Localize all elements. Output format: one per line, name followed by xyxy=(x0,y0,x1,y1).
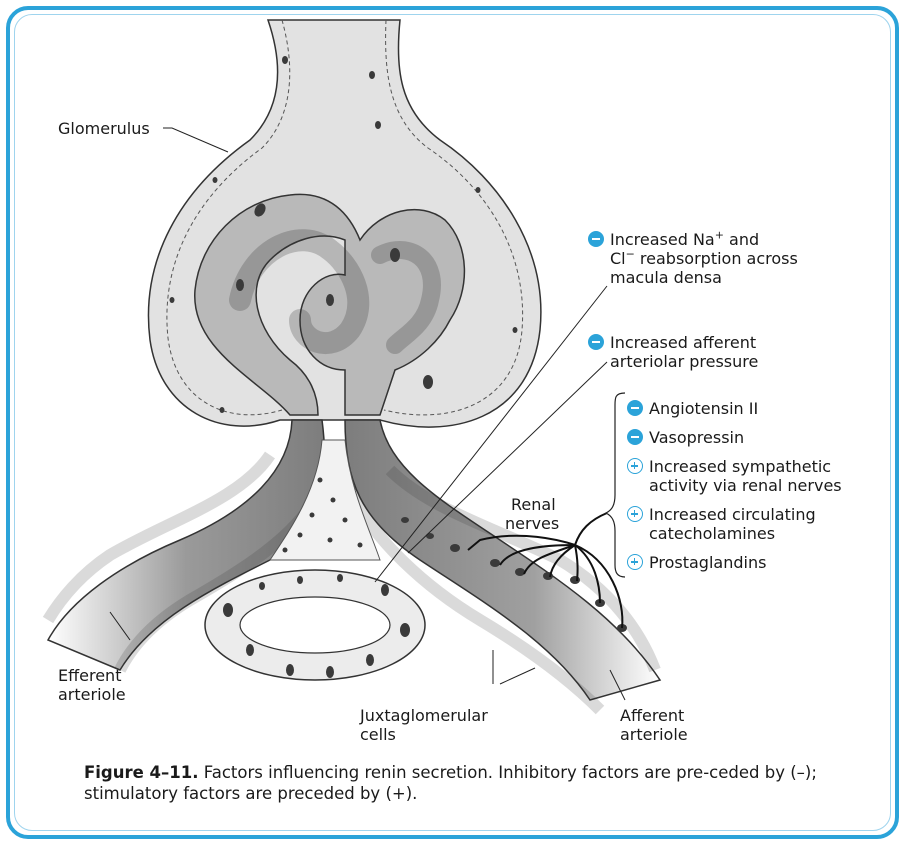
factor-sympathetic: Increased sympathetic activity via renal… xyxy=(627,457,842,495)
label-efferent-arteriole: Efferent arteriole xyxy=(58,666,126,704)
factor-sympathetic-line2: activity via renal nerves xyxy=(627,476,842,495)
factor-prostaglandins-label: Prostaglandins xyxy=(649,553,766,572)
label-glomerulus: Glomerulus xyxy=(58,119,150,138)
label-efferent-line2: arteriole xyxy=(58,685,126,704)
factor-na-line2a: Cl xyxy=(610,249,626,268)
factor-sympathetic-line1: Increased sympathetic xyxy=(649,457,831,476)
label-renal-nerves-line2: nerves xyxy=(505,514,559,533)
factor-aff-line1: Increased afferent xyxy=(610,333,756,352)
minus-icon xyxy=(627,400,643,416)
label-afferent-arteriole: Afferent arteriole xyxy=(620,706,688,744)
factor-catecholamines-line2: catecholamines xyxy=(627,524,816,543)
factor-angiotensin: Angiotensin II xyxy=(627,399,758,418)
plus-icon xyxy=(627,506,643,522)
minus-icon xyxy=(588,231,604,247)
plus-icon xyxy=(627,554,643,570)
figure-caption: Figure 4–11. Factors influencing renin s… xyxy=(84,762,844,804)
factor-na-sup: + xyxy=(715,229,724,242)
label-renal-nerves: Renal nerves xyxy=(505,495,559,533)
label-renal-nerves-line1: Renal xyxy=(505,495,559,514)
label-juxtaglomerular-cells: Juxtaglomerular cells xyxy=(360,706,488,744)
factor-catecholamines-line1: Increased circulating xyxy=(649,505,816,524)
label-afferent-line1: Afferent xyxy=(620,706,688,725)
factor-aff-line2: arteriolar pressure xyxy=(588,352,758,371)
factor-angiotensin-label: Angiotensin II xyxy=(649,399,758,418)
plus-icon xyxy=(627,458,643,474)
factor-na-line3: macula densa xyxy=(588,268,798,287)
figure-number: Figure 4–11. xyxy=(84,763,199,782)
factor-vasopressin-label: Vasopressin xyxy=(649,428,744,447)
factor-prostaglandins: Prostaglandins xyxy=(627,553,766,572)
label-afferent-line2: arteriole xyxy=(620,725,688,744)
afferent-arteriole xyxy=(345,420,660,710)
factor-na-line1a: Increased Na xyxy=(610,230,715,249)
factor-vasopressin: Vasopressin xyxy=(627,428,744,447)
factor-catecholamines: Increased circulating catecholamines xyxy=(627,505,816,543)
factor-na-sup2: − xyxy=(626,248,635,261)
minus-icon xyxy=(588,334,604,350)
factor-afferent-pressure: Increased afferent arteriolar pressure xyxy=(588,333,758,371)
label-jg-line2: cells xyxy=(360,725,488,744)
distal-tubule xyxy=(205,570,425,680)
factor-na-line2b: reabsorption across xyxy=(635,249,798,268)
factors-bracket xyxy=(606,393,625,577)
minus-icon xyxy=(627,429,643,445)
factor-na-line1b: and xyxy=(724,230,759,249)
label-efferent-line1: Efferent xyxy=(58,666,126,685)
label-jg-line1: Juxtaglomerular xyxy=(360,706,488,725)
factor-na-cl-reabsorption: Increased Na+ and Cl− reabsorption acros… xyxy=(588,230,798,287)
